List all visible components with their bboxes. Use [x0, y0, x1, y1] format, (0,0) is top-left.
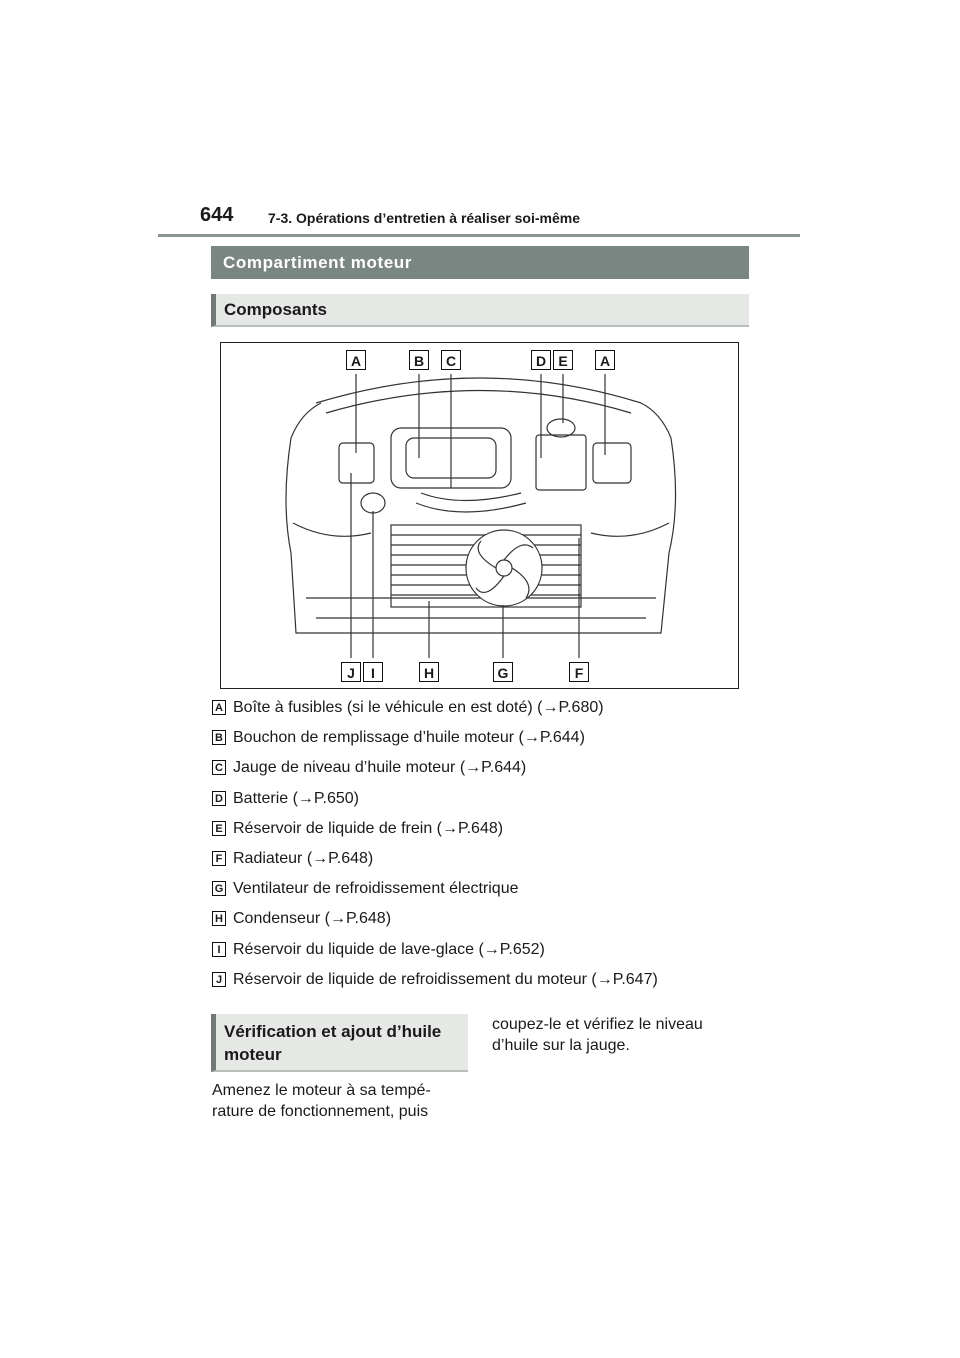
engine-illustration: [285, 374, 677, 658]
callout-f: F: [569, 662, 589, 682]
oil-paragraph-left: Amenez le moteur à sa tempé-rature de fo…: [212, 1082, 431, 1120]
oil-paragraph-right: coupez-le et vérifiez le niveau d’huile …: [492, 1016, 703, 1054]
legend-item: I Réservoir du liquide de lave-glace (→P.…: [212, 940, 752, 970]
legend-item: J Réservoir de liquide de refroidissement…: [212, 970, 752, 1000]
legend-item: G Ventilateur de refroidissement électriq…: [212, 879, 752, 909]
callout-g: G: [493, 662, 513, 682]
legend-text: Batterie (→P.650): [233, 789, 359, 807]
callout-d: D: [531, 350, 551, 370]
legend-text: Boîte à fusibles (si le véhicule en est …: [233, 699, 604, 716]
subsection-title: Composants: [224, 300, 327, 319]
section-title: Compartiment moteur: [223, 253, 412, 272]
legend-text: Réservoir du liquide de lave-glace (→P.6…: [233, 940, 545, 958]
legend-text: Réservoir de liquide de frein (→P.648): [233, 819, 504, 837]
legend-text: Ventilateur de refroidissement électriqu…: [233, 880, 519, 898]
page-header: 644 7-3. Opérations d’entretien à réalis…: [158, 200, 800, 237]
legend-text: Jauge de niveau d’huile moteur (→P.644): [233, 759, 527, 777]
legend-letter: F: [212, 850, 226, 866]
callout-i: I: [363, 662, 383, 682]
legend-item: C Jauge de niveau d’huile moteur (→P.644): [212, 758, 752, 788]
engine-compartment-figure: A B C D E A J I H G F: [220, 342, 739, 689]
legend-letter: A: [212, 700, 226, 715]
legend-letter: J: [212, 971, 226, 987]
legend-item: D Batterie (→P.650): [212, 789, 752, 819]
callout-c: C: [441, 350, 461, 370]
component-legend: A Boîte à fusibles (si le véhicule en est…: [212, 698, 752, 1000]
legend-letter: B: [212, 730, 226, 746]
legend-letter: D: [212, 790, 226, 806]
chapter-title: 7-3. Opérations d’entretien à réaliser s…: [268, 210, 581, 226]
legend-text: Bouchon de remplissage d’huile moteur (→…: [233, 729, 585, 747]
legend-item: H Condenseur (→P.648): [212, 909, 752, 939]
legend-item: A Boîte à fusibles (si le véhicule en est…: [212, 698, 752, 728]
callout-b: B: [409, 350, 429, 370]
legend-letter: H: [212, 911, 226, 927]
legend-letter: G: [212, 881, 226, 897]
callout-j: J: [341, 662, 361, 682]
legend-item: E Réservoir de liquide de frein (→P.648): [212, 819, 752, 849]
subsection-title-bar: Composants: [211, 294, 749, 327]
legend-letter: E: [212, 820, 226, 836]
legend-text: Radiateur (→P.648): [233, 849, 374, 867]
callout-e: E: [553, 350, 573, 370]
legend-text: Réservoir de liquide de refroidissement …: [233, 970, 658, 988]
legend-text: Condenseur (→P.648): [233, 910, 392, 928]
legend-item: F Radiateur (→P.648): [212, 849, 752, 879]
legend-letter: C: [212, 760, 226, 776]
callout-a-right: A: [595, 350, 615, 370]
section-title-bar: Compartiment moteur: [211, 246, 749, 279]
callout-a-left: A: [346, 350, 366, 370]
page-number: 644: [200, 204, 234, 226]
oil-subsection-title: Vérification et ajout d’huile moteur: [224, 1022, 442, 1064]
callout-h: H: [419, 662, 439, 682]
oil-subsection-title-bar: Vérification et ajout d’huile moteur: [211, 1014, 468, 1072]
legend-letter: I: [212, 941, 226, 957]
legend-item: B Bouchon de remplissage d’huile moteur (…: [212, 728, 752, 758]
